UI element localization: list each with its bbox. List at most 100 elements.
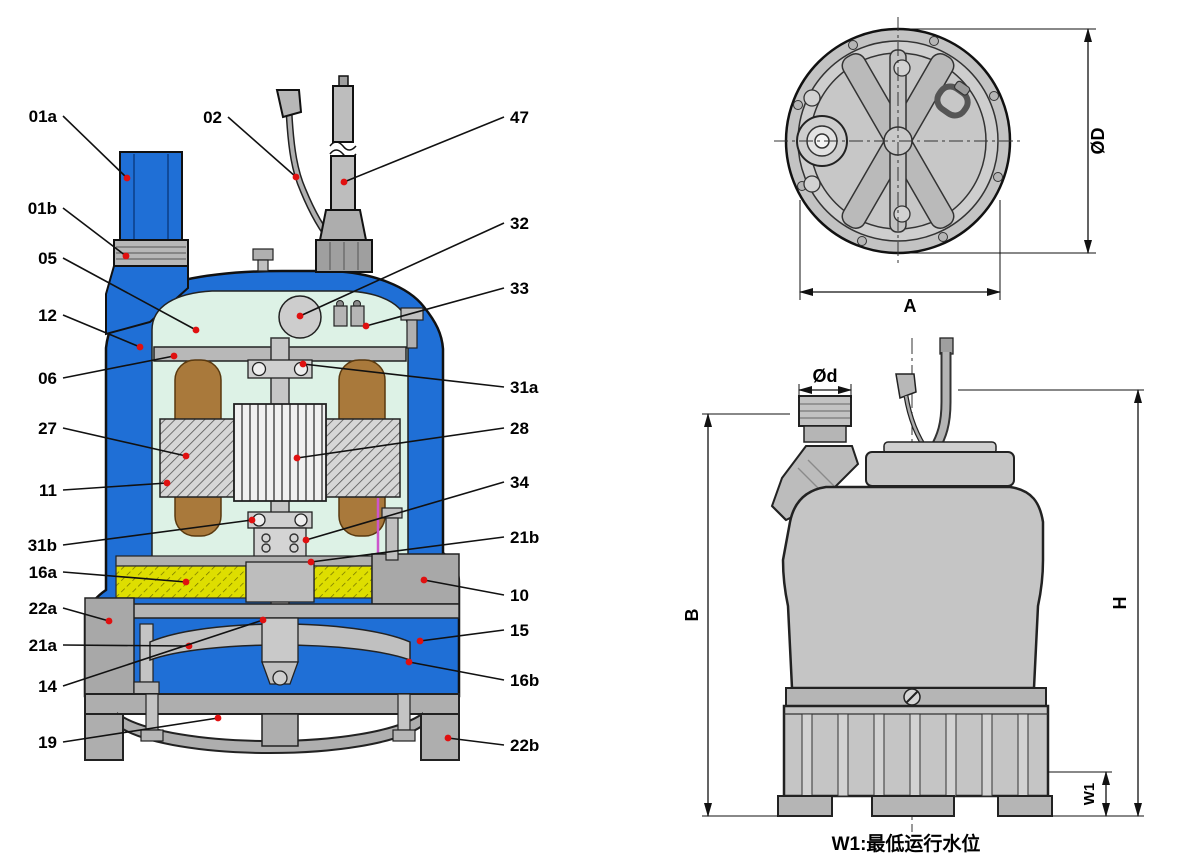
part-number-32: 32 <box>510 214 529 233</box>
leader-dot <box>123 174 131 182</box>
leader-dot <box>214 714 222 722</box>
leader-line <box>62 607 110 622</box>
part-label-layer: 01a 02 47 01b 05 32 12 33 06 31a 27 28 11 34 31b 21b 16a… <box>28 107 540 755</box>
part-number-21a: 21a <box>29 636 58 655</box>
part-label-22a: 22a <box>29 599 113 625</box>
right-bracket-bolt <box>381 507 403 561</box>
part-label-31b: 31b <box>28 516 256 555</box>
part-label-15: 15 <box>416 621 529 645</box>
stator-core-right <box>325 418 401 498</box>
part-label-02: 02 <box>203 108 300 181</box>
dim-label-odd: Ød <box>813 366 838 386</box>
leader-line <box>62 482 168 491</box>
cover-bolt <box>893 205 911 223</box>
pump-top-view: ØD A <box>774 17 1108 316</box>
part-number-15: 15 <box>510 621 529 640</box>
leader-line <box>62 207 127 257</box>
dimension-w1: W1 <box>1048 771 1112 817</box>
side-strainer <box>782 704 1050 798</box>
part-label-31a: 31a <box>299 360 539 397</box>
part-number-47: 47 <box>510 108 529 127</box>
cover-bolt <box>803 89 821 107</box>
band-screw <box>903 688 921 706</box>
leader-line <box>62 115 128 179</box>
stator-core-left <box>159 418 235 498</box>
right-bracket <box>371 553 460 605</box>
upper-bearing <box>247 359 313 379</box>
pump-side-view: Ød B H W1 W1:最低运行水位 <box>682 337 1144 855</box>
dimension-outer-diameter: ØD <box>902 28 1108 254</box>
base-plate <box>84 693 460 761</box>
leader-line <box>447 737 505 746</box>
part-label-12: 12 <box>38 306 144 351</box>
part-label-06: 06 <box>38 352 178 388</box>
leader-dot <box>362 322 370 330</box>
part-number-16b: 16b <box>510 671 539 690</box>
leader-dot <box>122 252 130 260</box>
part-label-21b: 21b <box>307 528 539 566</box>
terminal-block <box>333 300 365 327</box>
part-label-10: 10 <box>420 576 529 605</box>
part-label-11: 11 <box>39 479 171 500</box>
part-number-16a: 16a <box>29 563 58 582</box>
dimension-cover-width: A <box>799 200 1001 316</box>
part-number-01b: 01b <box>28 199 57 218</box>
part-number-10: 10 <box>510 586 529 605</box>
part-label-01a: 01a <box>29 107 131 182</box>
leader-dot <box>292 173 300 181</box>
part-label-01b: 01b <box>28 199 130 260</box>
cover-bolt <box>803 175 821 193</box>
part-number-22b: 22b <box>510 736 539 755</box>
part-label-47: 47 <box>340 108 529 186</box>
leader-line <box>296 427 505 459</box>
leader-line <box>343 116 505 183</box>
leader-dot <box>105 617 113 625</box>
part-number-19: 19 <box>38 733 57 752</box>
part-number-14: 14 <box>38 677 57 696</box>
part-number-28: 28 <box>510 419 529 438</box>
leader-dot <box>248 516 256 524</box>
part-label-19: 19 <box>38 714 222 752</box>
part-label-27: 27 <box>38 419 190 460</box>
pump-cross-section <box>83 75 461 761</box>
leader-dot <box>307 558 315 566</box>
part-number-31b: 31b <box>28 536 57 555</box>
part-label-16a: 16a <box>29 563 190 586</box>
leader-line <box>62 355 175 379</box>
seal-housing <box>245 561 315 603</box>
part-number-11: 11 <box>39 481 57 500</box>
part-number-27: 27 <box>38 419 57 438</box>
part-number-06: 06 <box>38 369 57 388</box>
caption-min-water-level: W1:最低运行水位 <box>832 832 981 855</box>
leader-line <box>62 571 187 583</box>
leader-line <box>62 519 253 546</box>
part-label-21a: 21a <box>29 636 193 655</box>
part-number-33: 33 <box>510 279 529 298</box>
dimension-b: B <box>682 413 790 817</box>
part-number-34: 34 <box>510 473 529 492</box>
leader-dot <box>182 452 190 460</box>
side-top-cap <box>865 451 1015 487</box>
part-number-02: 02 <box>203 108 222 127</box>
dome-bolt-left <box>252 248 274 272</box>
discharge-pipe <box>105 151 189 336</box>
leader-line <box>302 363 505 388</box>
leader-line <box>419 629 505 642</box>
part-number-01a: 01a <box>29 107 58 126</box>
rotor <box>233 403 327 502</box>
part-label-05: 05 <box>38 249 200 334</box>
side-body <box>781 485 1045 690</box>
leader-line <box>227 116 297 178</box>
cover-bolt <box>893 59 911 77</box>
part-number-12: 12 <box>38 306 57 325</box>
leader-line <box>62 619 264 687</box>
part-number-22a: 22a <box>29 599 58 618</box>
leader-dot <box>296 312 304 320</box>
part-label-16b: 16b <box>405 658 539 690</box>
leader-line <box>365 287 505 327</box>
dimension-outlet-diameter: Ød <box>798 366 852 398</box>
leader-dot <box>192 326 200 334</box>
seal-plate <box>107 603 460 619</box>
leader-dot <box>299 360 307 368</box>
